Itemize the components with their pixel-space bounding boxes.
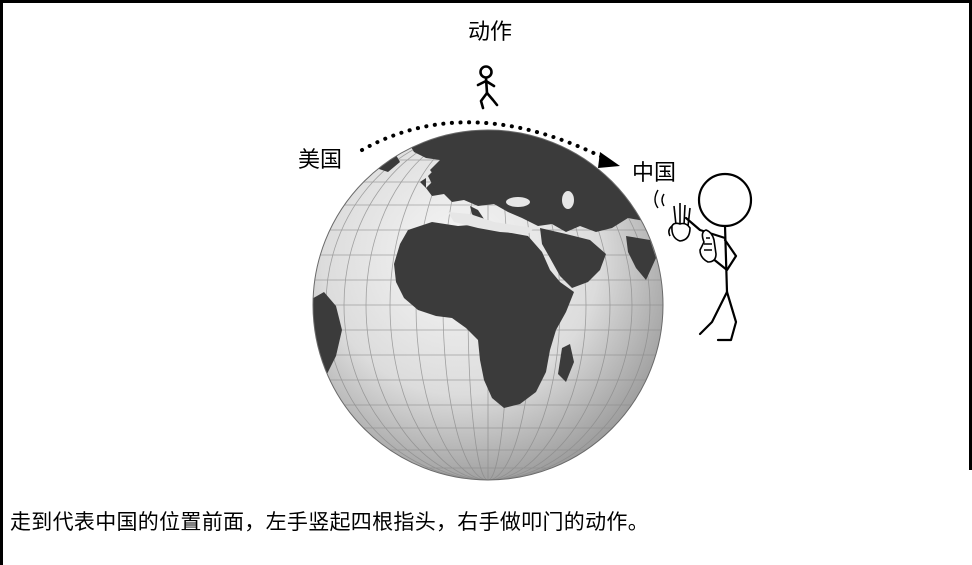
caption-text: 走到代表中国的位置前面，左手竖起四根指头，右手做叩门的动作。: [10, 510, 649, 534]
usa-label: 美国: [298, 148, 343, 173]
knocking-hand-icon: [654, 189, 717, 263]
globe-icon: [312, 129, 664, 481]
frame-right-border: [969, 0, 972, 470]
dotted-arrow-icon: [360, 120, 620, 168]
frame-top-border: [0, 0, 972, 3]
frame-left-border: [0, 0, 3, 565]
action-label: 动作: [468, 20, 513, 45]
stick-figure-icon: [684, 172, 753, 342]
china-label: 中国: [632, 161, 677, 186]
four-fingers-hand-icon: [668, 203, 691, 242]
walking-person-icon: [476, 65, 499, 110]
